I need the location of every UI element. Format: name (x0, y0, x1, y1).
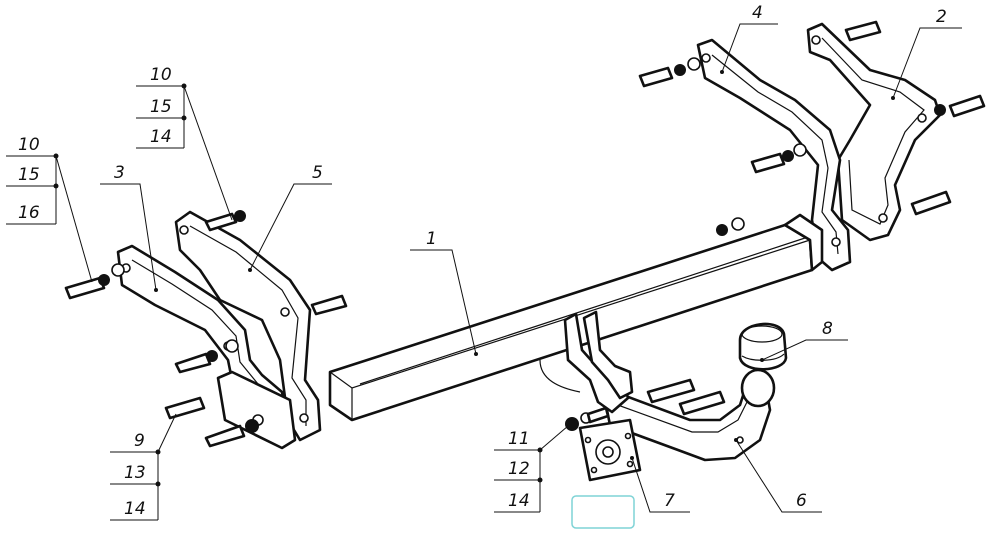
left-stack-bottom: 16 (18, 203, 40, 223)
highlight-box (571, 495, 635, 529)
callout-4: 4 (752, 3, 763, 23)
center-stack-top: 11 (508, 429, 530, 449)
callout-leaders (6, 23, 962, 521)
callout-2: 2 (936, 7, 947, 27)
callout-1: 1 (426, 229, 437, 249)
mid-stack-mid: 15 (150, 97, 172, 117)
bracket-4 (696, 38, 852, 272)
callout-3: 3 (114, 163, 125, 183)
callout-8: 8 (822, 319, 833, 339)
callout-6: 6 (796, 491, 807, 511)
tow-ball-8 (738, 322, 788, 408)
mid-stack-top: 10 (150, 65, 172, 85)
center-bracket (539, 310, 634, 414)
bottom-left-stack-mid: 13 (124, 463, 146, 483)
callout-5: 5 (312, 163, 323, 183)
bottom-left-stack-top: 9 (134, 431, 145, 451)
left-stack-top: 10 (18, 135, 40, 155)
bracket-2 (806, 22, 942, 242)
socket-plate-7 (578, 418, 642, 482)
left-stack-mid: 15 (18, 165, 40, 185)
callout-7: 7 (664, 491, 675, 511)
mid-stack-bottom: 14 (150, 127, 172, 147)
bracket-5 (174, 210, 322, 442)
center-stack-bottom: 14 (508, 491, 530, 511)
bottom-left-stack-bottom: 14 (124, 499, 146, 519)
bolts (64, 20, 986, 448)
center-stack-mid: 12 (508, 459, 530, 479)
